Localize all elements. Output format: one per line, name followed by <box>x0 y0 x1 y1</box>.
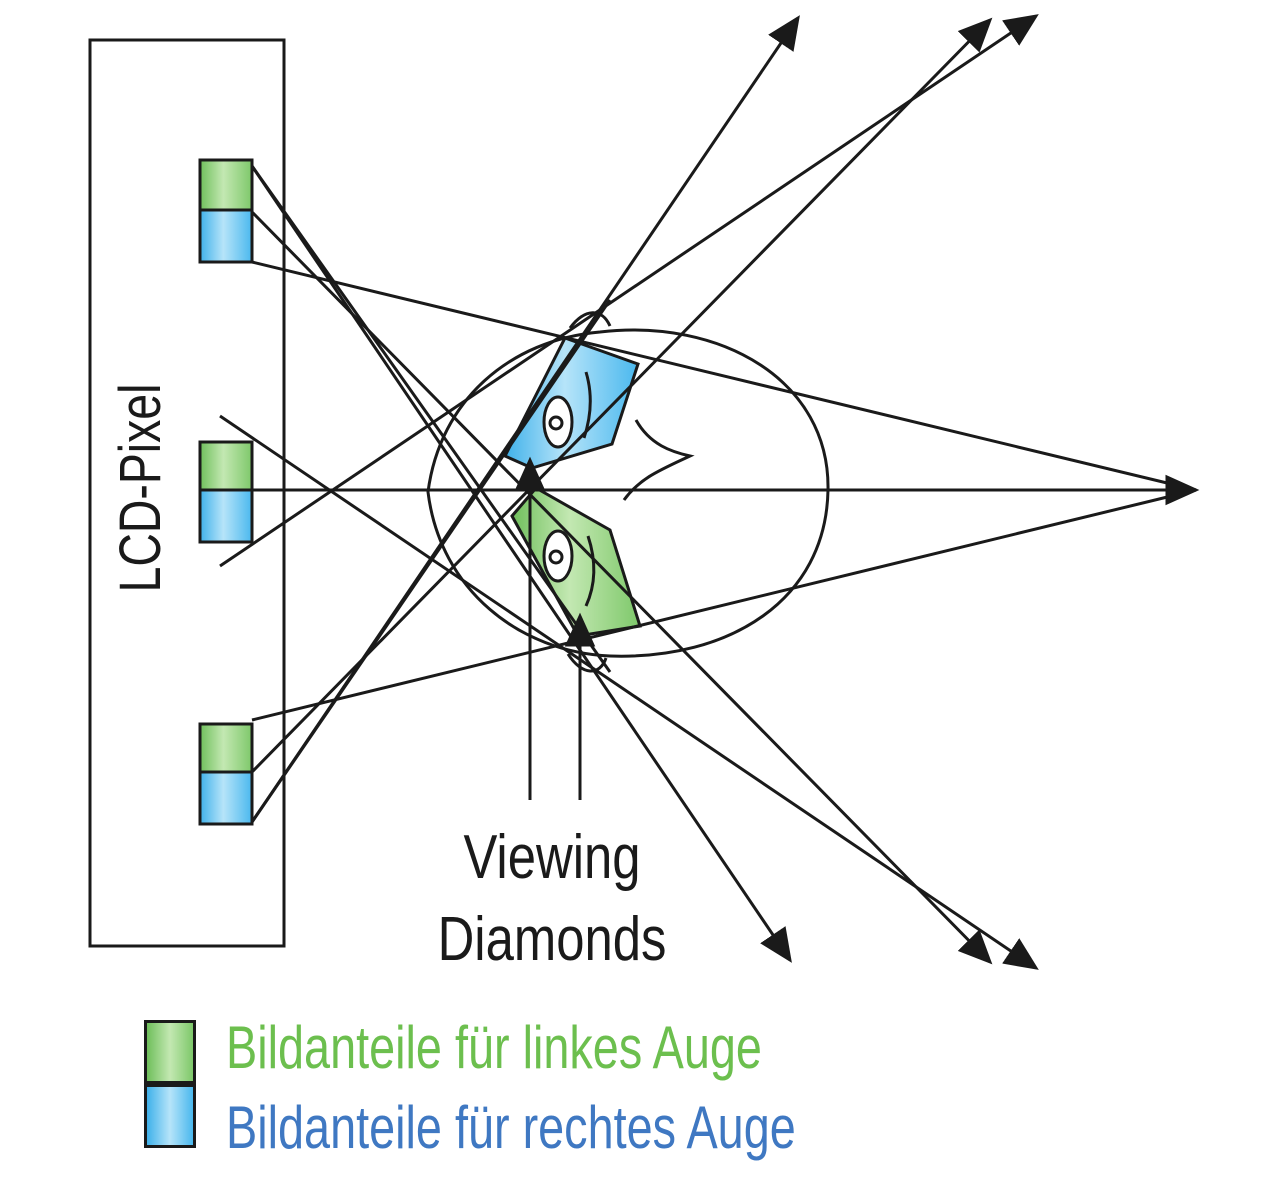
pixel-blue-middle <box>198 488 254 544</box>
pixel-green-bottom <box>198 722 254 774</box>
pixel-middle <box>198 440 254 544</box>
left-eye-icon <box>542 529 596 607</box>
right-eye-icon <box>542 371 592 449</box>
viewing-diamonds-pointers <box>514 456 596 800</box>
legend-blue-swatch <box>144 1084 196 1148</box>
pixel-blue-bottom <box>198 770 254 826</box>
pixel-top <box>198 158 254 264</box>
pixel-blue-top <box>198 208 254 264</box>
viewing-label: Viewing <box>463 823 640 892</box>
diamonds-label: Diamonds <box>438 905 667 974</box>
legend-green-swatch <box>144 1020 196 1084</box>
light-rays <box>219 14 1200 970</box>
legend-left-eye-text: Bildanteile für linkes Auge <box>226 1014 762 1081</box>
pixel-green-middle <box>198 440 254 492</box>
viewer-head <box>426 311 830 673</box>
pixel-green-top <box>198 158 254 212</box>
lcd-pixel-label: LCD-Pixel <box>108 384 173 593</box>
legend-right-eye-text: Bildanteile für rechtes Auge <box>226 1094 796 1161</box>
pixel-bottom <box>198 722 254 826</box>
